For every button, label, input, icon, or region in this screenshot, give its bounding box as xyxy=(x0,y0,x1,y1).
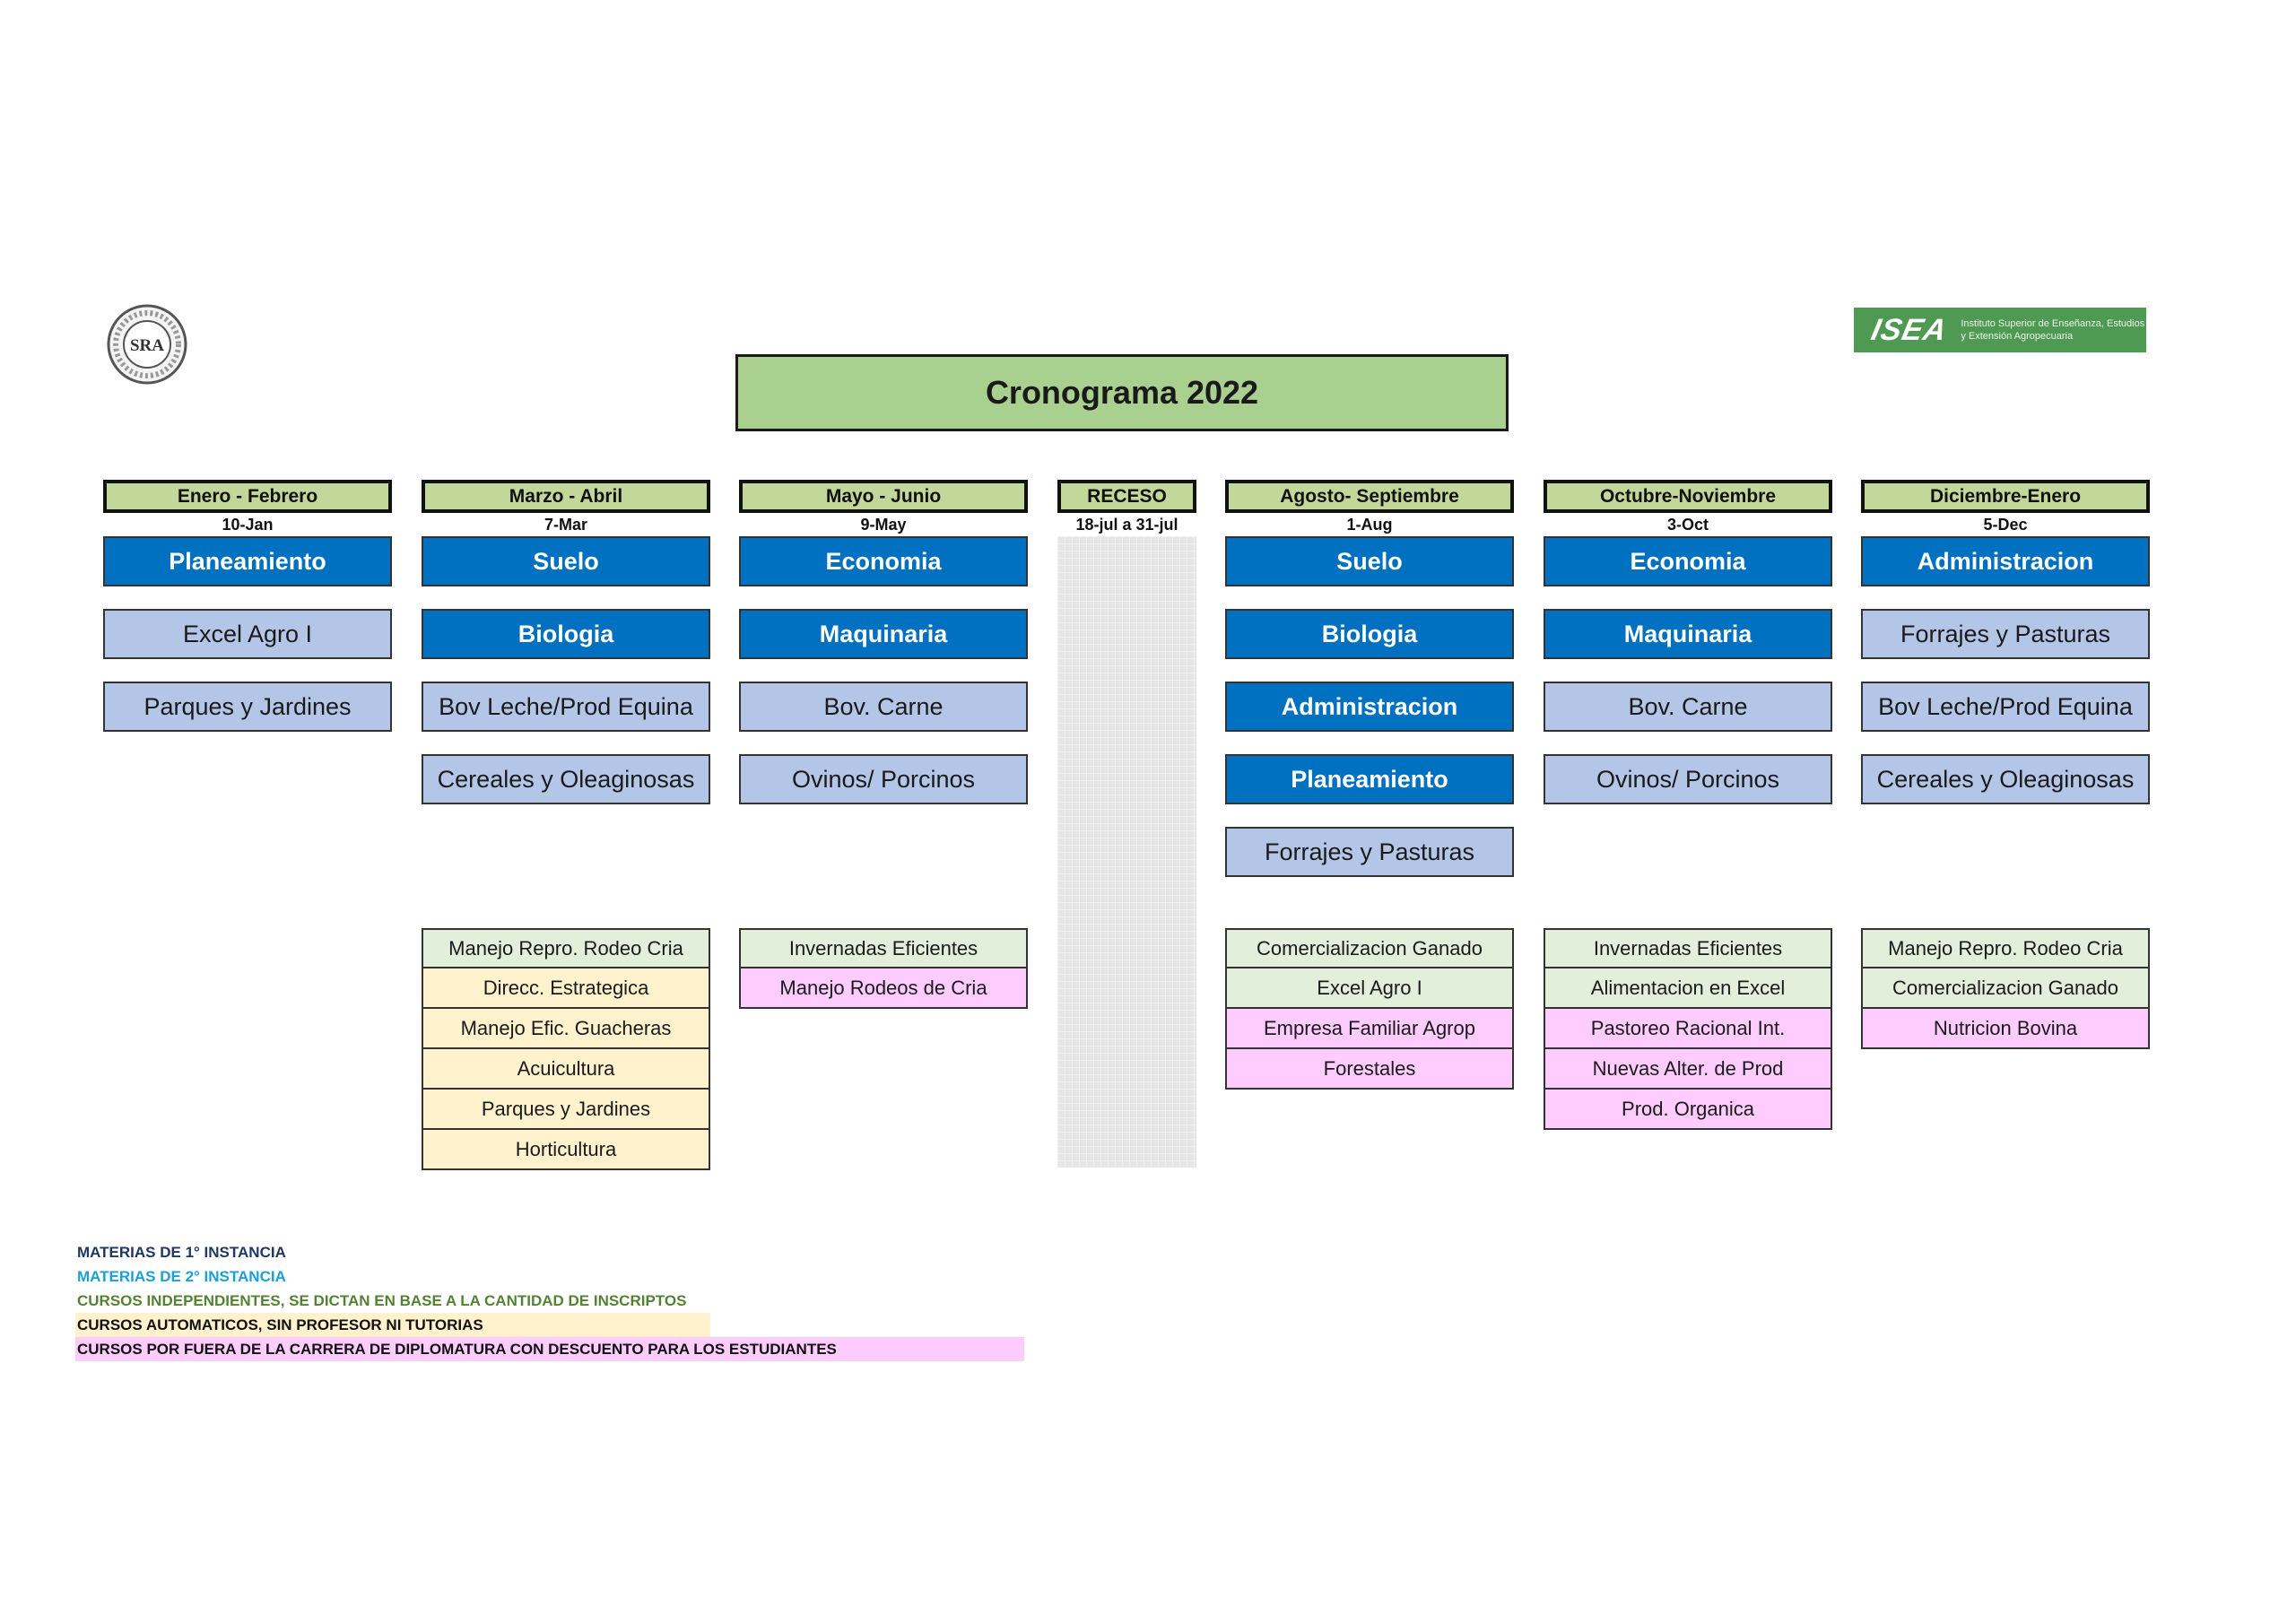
subject-cell: Economia xyxy=(1544,536,1832,586)
subject-cell: Suelo xyxy=(422,536,710,586)
subject-cell: Ovinos/ Porcinos xyxy=(739,754,1028,804)
period-header: Enero - Febrero xyxy=(103,480,392,513)
subject-cell: Suelo xyxy=(1225,536,1514,586)
period-header: Octubre-Noviembre xyxy=(1544,480,1832,513)
legend-automatic-courses: CURSOS AUTOMATICOS, SIN PROFESOR NI TUTO… xyxy=(75,1313,710,1337)
isea-logo-text: Instituto Superior de Enseñanza, Estudio… xyxy=(1961,318,2145,342)
course-cell: Excel Agro I xyxy=(1225,968,1514,1009)
period-start-date: 9-May xyxy=(860,516,907,534)
subject-cell: Parques y Jardines xyxy=(103,682,392,732)
course-cell: Nutricion Bovina xyxy=(1861,1009,2150,1049)
course-cell: Comercializacion Ganado xyxy=(1225,928,1514,968)
subject-cell: Administracion xyxy=(1225,682,1514,732)
subject-cell: Planeamiento xyxy=(103,536,392,586)
course-cell: Invernadas Eficientes xyxy=(739,928,1028,968)
legend-outside-courses: CURSOS POR FUERA DE LA CARRERA DE DIPLOM… xyxy=(75,1337,1024,1361)
subject-cell: Biologia xyxy=(422,609,710,659)
course-cell: Nuevas Alter. de Prod xyxy=(1544,1049,1832,1090)
course-cell: Horticultura xyxy=(422,1130,710,1170)
subject-cell: Bov. Carne xyxy=(739,682,1028,732)
course-cell: Acuicultura xyxy=(422,1049,710,1090)
sra-logo: SRA xyxy=(106,303,188,386)
recess-column: RECESO 18-jul a 31-jul xyxy=(1057,480,1196,1168)
period-header: RECESO xyxy=(1057,480,1196,513)
course-cell: Direcc. Estrategica xyxy=(422,968,710,1009)
period-header: Diciembre-Enero xyxy=(1861,480,2150,513)
course-cell: Manejo Efic. Guacheras xyxy=(422,1009,710,1049)
period-start-date: 7-Mar xyxy=(544,516,587,534)
subject-cell: Bov Leche/Prod Equina xyxy=(1861,682,2150,732)
subject-cell: Ovinos/ Porcinos xyxy=(1544,754,1832,804)
period-header: Mayo - Junio xyxy=(739,480,1028,513)
course-cell: Empresa Familiar Agrop xyxy=(1225,1009,1514,1049)
course-cell: Parques y Jardines xyxy=(422,1090,710,1130)
subject-cell: Planeamiento xyxy=(1225,754,1514,804)
course-cell: Prod. Organica xyxy=(1544,1090,1832,1130)
period-start-date: 3-Oct xyxy=(1666,516,1709,534)
svg-text:SRA: SRA xyxy=(130,336,164,355)
isea-logo: ISEA Instituto Superior de Enseñanza, Es… xyxy=(1854,308,2146,352)
legend: MATERIAS DE 1° INSTANCIA MATERIAS DE 2° … xyxy=(75,1240,1024,1361)
legend-second-instance: MATERIAS DE 2° INSTANCIA xyxy=(77,1268,286,1285)
subject-cell: Maquinaria xyxy=(1544,609,1832,659)
subject-cell: Forrajes y Pasturas xyxy=(1861,609,2150,659)
subject-cell: Biologia xyxy=(1225,609,1514,659)
course-cell: Manejo Repro. Rodeo Cria xyxy=(422,928,710,968)
subject-cell: Administracion xyxy=(1861,536,2150,586)
period-header: Marzo - Abril xyxy=(422,480,710,513)
subject-cell: Bov Leche/Prod Equina xyxy=(422,682,710,732)
subject-cell: Forrajes y Pasturas xyxy=(1225,827,1514,877)
course-cell: Comercializacion Ganado xyxy=(1861,968,2150,1009)
period-header: Agosto- Septiembre xyxy=(1225,480,1514,513)
isea-logo-mark: ISEA xyxy=(1868,312,1951,347)
subject-cell: Economia xyxy=(739,536,1028,586)
period-start-date: 10-Jan xyxy=(222,516,274,534)
legend-independent-courses: CURSOS INDEPENDIENTES, SE DICTAN EN BASE… xyxy=(77,1292,687,1309)
course-cell: Manejo Repro. Rodeo Cria xyxy=(1861,928,2150,968)
course-cell: Invernadas Eficientes xyxy=(1544,928,1832,968)
period-start-date: 5-Dec xyxy=(1983,516,2028,534)
course-cell: Pastoreo Racional Int. xyxy=(1544,1009,1832,1049)
subject-cell: Cereales y Oleaginosas xyxy=(1861,754,2150,804)
period-start-date: 18-jul a 31-jul xyxy=(1075,516,1178,534)
recess-bar xyxy=(1057,536,1196,1168)
subject-cell: Excel Agro I xyxy=(103,609,392,659)
course-cell: Forestales xyxy=(1225,1049,1514,1090)
subject-cell: Bov. Carne xyxy=(1544,682,1832,732)
legend-first-instance: MATERIAS DE 1° INSTANCIA xyxy=(77,1244,286,1261)
course-cell: Alimentacion en Excel xyxy=(1544,968,1832,1009)
period-start-date: 1-Aug xyxy=(1346,516,1393,534)
course-cell: Manejo Rodeos de Cria xyxy=(739,968,1028,1009)
page-title: Cronograma 2022 xyxy=(735,354,1509,431)
subject-cell: Maquinaria xyxy=(739,609,1028,659)
subject-cell: Cereales y Oleaginosas xyxy=(422,754,710,804)
